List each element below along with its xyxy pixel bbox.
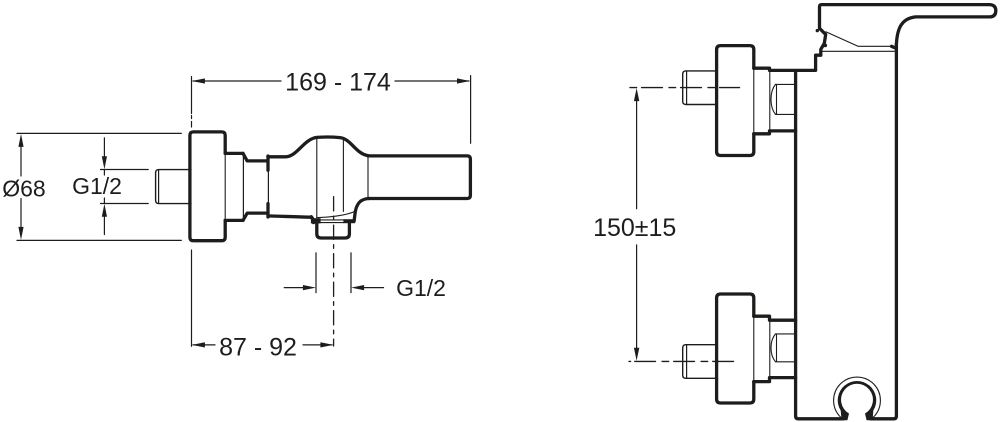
svg-text:150±15: 150±15 [593, 214, 676, 242]
svg-text:Ø68: Ø68 [2, 175, 45, 201]
svg-text:87 - 92: 87 - 92 [219, 333, 297, 361]
svg-text:G1/2: G1/2 [396, 275, 446, 301]
svg-text:169 - 174: 169 - 174 [285, 69, 391, 97]
svg-text:G1/2: G1/2 [72, 173, 122, 199]
